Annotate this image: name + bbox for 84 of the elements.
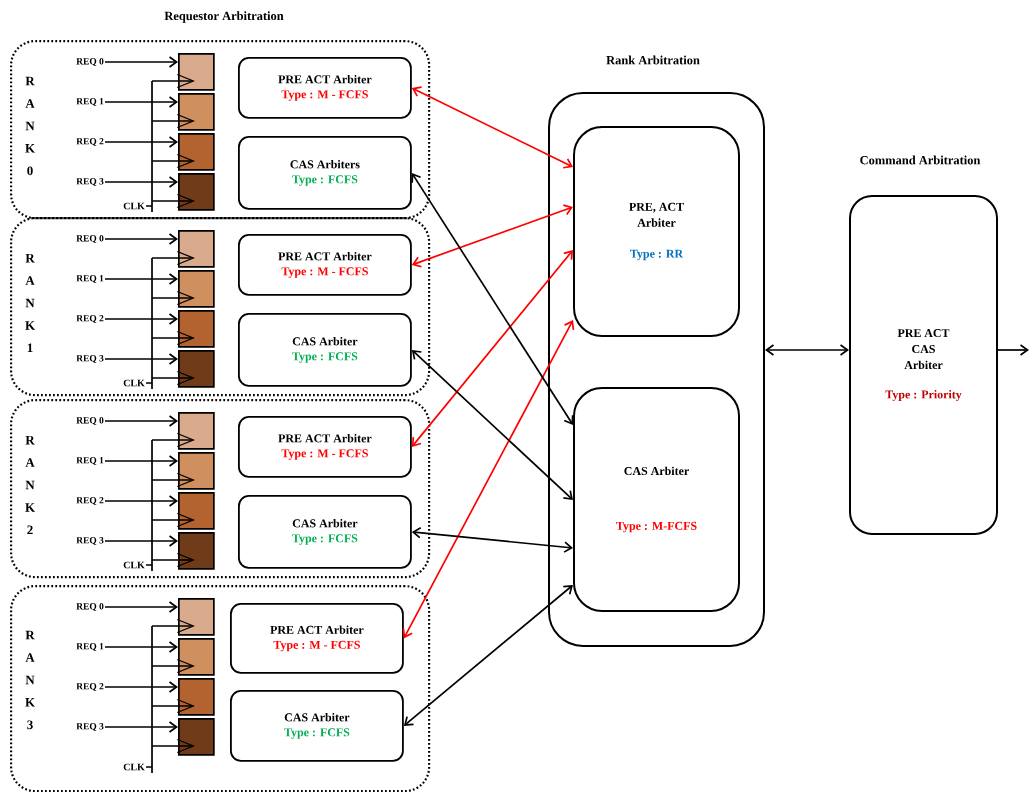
signal-label: REQ 2 <box>76 315 104 323</box>
arrow <box>411 172 574 425</box>
signal-label: REQ 3 <box>76 178 104 186</box>
arbiter-box: PRE, ACT Arbiter Type : RR <box>573 126 740 337</box>
arbiter-box: CAS Arbiter Type : FCFS <box>238 313 412 387</box>
clock-line <box>145 250 195 390</box>
flip-flop <box>178 350 215 388</box>
signal-label: REQ 3 <box>76 537 104 545</box>
signal-label: REQ 3 <box>76 355 104 363</box>
arrow <box>104 641 178 653</box>
flip-flop <box>178 230 215 268</box>
arbiter-box: CAS Arbiter Type : FCFS <box>230 690 404 762</box>
signal-label: REQ 0 <box>76 58 104 66</box>
flip-flop <box>178 270 215 308</box>
flip-flop <box>178 310 215 348</box>
arrow <box>104 96 178 108</box>
flip-flop <box>178 53 215 91</box>
arbiter-box: PRE ACT Arbiter Type : M - FCFS <box>238 416 412 478</box>
signal-label: REQ 1 <box>76 457 104 465</box>
arrow <box>104 681 178 693</box>
flip-flop <box>178 598 215 636</box>
arrow <box>411 250 573 447</box>
vertical-label: R A N K 2 <box>25 435 35 535</box>
arrow <box>411 349 573 500</box>
arrow <box>765 344 849 356</box>
clock-line <box>145 73 195 213</box>
flip-flop <box>178 173 215 211</box>
arrow <box>104 455 178 467</box>
arbiter-box: PRE ACT CAS Arbiter Type : Priority <box>849 195 998 535</box>
arrow <box>402 320 575 639</box>
arrow <box>104 313 178 325</box>
arbiter-box: CAS Arbiter Type : M-FCFS <box>573 387 740 612</box>
signal-label: REQ 2 <box>76 683 104 691</box>
arbiter-box: CAS Arbiter Type : FCFS <box>238 495 412 569</box>
arrow <box>411 204 573 268</box>
signal-label: REQ 1 <box>76 275 104 283</box>
flip-flop <box>178 452 215 490</box>
arrow <box>104 136 178 148</box>
arrow <box>411 86 573 169</box>
arrow <box>104 56 178 68</box>
arbiter-box: CAS Arbiters Type : FCFS <box>238 136 412 210</box>
flip-flop <box>178 718 215 756</box>
arrow <box>104 495 178 507</box>
signal-label: REQ 1 <box>76 98 104 106</box>
clock-label: CLK <box>123 561 145 569</box>
signal-label: REQ 2 <box>76 138 104 146</box>
clock-label: CLK <box>123 763 145 771</box>
arrow <box>104 721 178 733</box>
heading: Command Arbitration <box>860 155 981 165</box>
arrow <box>403 585 573 726</box>
flip-flop <box>178 133 215 171</box>
arbiter-box: PRE ACT Arbiter Type : M - FCFS <box>230 603 404 674</box>
vertical-label: R A N K 1 <box>25 253 35 353</box>
arrow <box>104 601 178 613</box>
vertical-label: R A N K 0 <box>25 76 35 176</box>
arrow <box>411 526 573 553</box>
signal-label: REQ 0 <box>76 603 104 611</box>
signal-label: REQ 0 <box>76 235 104 243</box>
signal-label: REQ 2 <box>76 497 104 505</box>
signal-label: REQ 3 <box>76 723 104 731</box>
clock-label: CLK <box>123 202 145 210</box>
arrow <box>104 535 178 547</box>
arrow <box>104 353 178 365</box>
heading: Rank Arbitration <box>606 55 700 65</box>
arrow <box>997 344 1029 356</box>
clock-line <box>145 618 195 774</box>
flip-flop <box>178 638 215 676</box>
flip-flop <box>178 93 215 131</box>
flip-flop <box>178 492 215 530</box>
signal-label: REQ 0 <box>76 417 104 425</box>
flip-flop <box>178 412 215 450</box>
arrow <box>104 415 178 427</box>
vertical-label: R A N K 3 <box>25 630 35 730</box>
signal-label: REQ 1 <box>76 643 104 651</box>
flip-flop <box>178 678 215 716</box>
arrow <box>104 273 178 285</box>
arbiter-box: PRE ACT Arbiter Type : M - FCFS <box>238 234 412 296</box>
arrow <box>104 176 178 188</box>
arbiter-box: PRE ACT Arbiter Type : M - FCFS <box>238 57 412 119</box>
heading: Requestor Arbitration <box>164 11 284 23</box>
flip-flop <box>178 532 215 570</box>
clock-line <box>145 432 195 572</box>
arrow <box>104 233 178 245</box>
clock-label: CLK <box>123 379 145 387</box>
